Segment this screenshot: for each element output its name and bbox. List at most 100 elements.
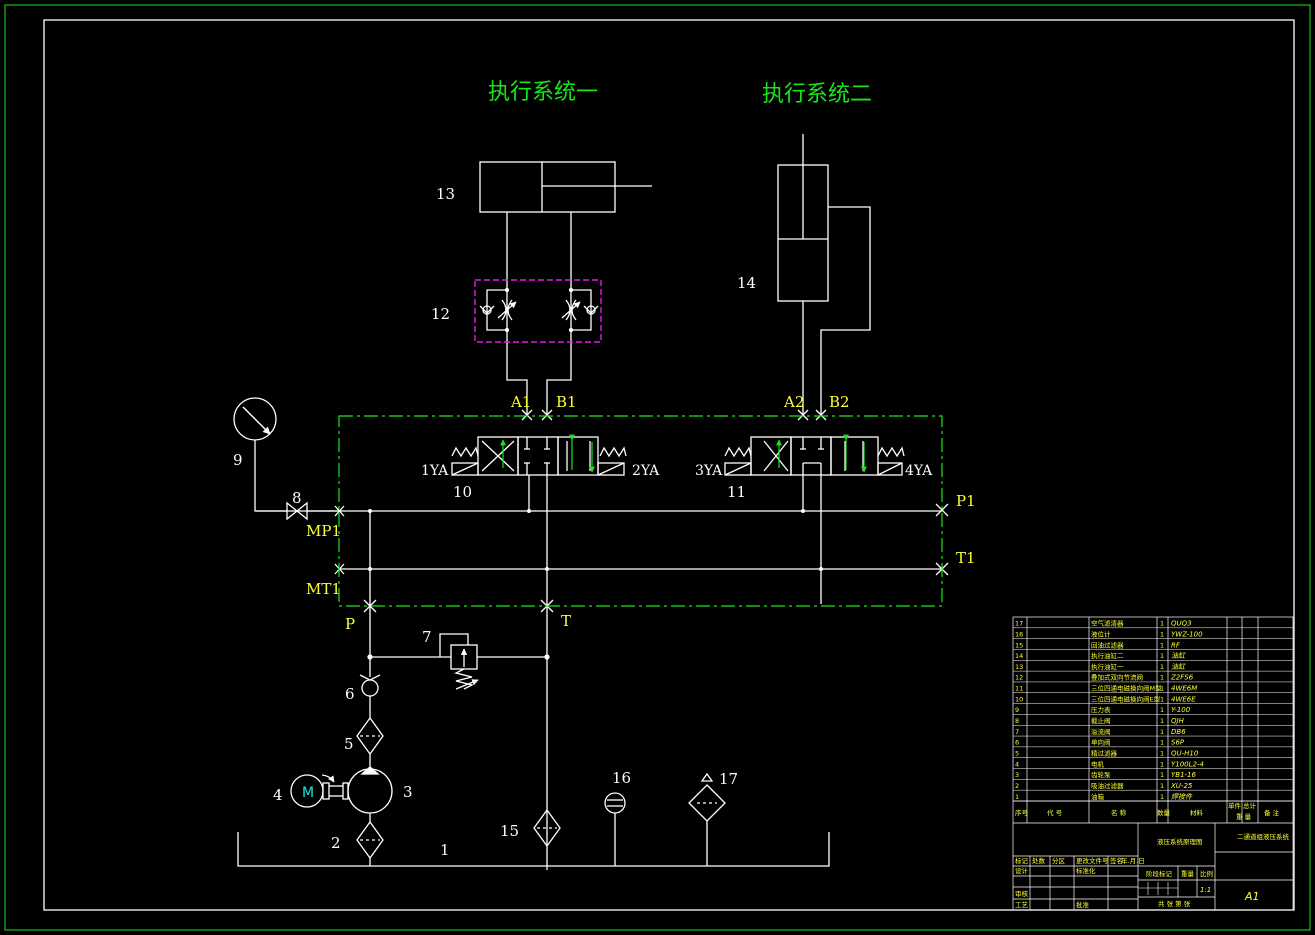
port-t1: T1 [956, 549, 976, 567]
bom-cell-model: 焊接件 [1171, 793, 1193, 801]
bom-cell-model: YB1-16 [1171, 771, 1197, 779]
bom-cell-model: QJH [1171, 717, 1185, 725]
tank-1 [237, 832, 830, 867]
valve12-boundary [474, 279, 602, 343]
bom-header-name: 名 称 [1111, 808, 1127, 817]
tb-check: 审核 [1015, 889, 1029, 898]
bom-cell-name: 精过滤器 [1091, 749, 1118, 758]
bom-cell-name: 油箱 [1091, 792, 1105, 801]
bom-cell-name: 压力表 [1091, 705, 1111, 714]
air-breather-17 [688, 772, 726, 866]
bom-cell-name: 齿轮泵 [1091, 770, 1111, 779]
bom-cell-no: 10 [1015, 695, 1023, 703]
bom-cell-no: 12 [1015, 674, 1023, 682]
bom-cell-no: 3 [1015, 771, 1019, 779]
bom-header-remark: 备 注 [1264, 808, 1280, 817]
tb-mark: 标记 [1015, 856, 1029, 865]
bom-cell-no: 7 [1015, 728, 1019, 736]
bom-cell-no: 16 [1015, 630, 1023, 638]
bom-cell-model: S6P [1171, 739, 1185, 747]
port-p: P [345, 615, 355, 633]
bom-cell-qty: 1 [1160, 695, 1164, 703]
label-17: 17 [719, 770, 738, 788]
bom-cell-name: 三位四通电磁换向阀M型 [1091, 684, 1162, 693]
tb-system-name: 二通道组液压系统 [1237, 832, 1290, 841]
bom-cell-qty: 1 [1160, 641, 1164, 649]
tb-scale-value: 1:1 [1200, 886, 1211, 894]
bom-cell-model: 4WE6E [1171, 695, 1196, 703]
port-t: T [561, 612, 571, 630]
label-6: 6 [345, 685, 355, 703]
bom-table [1012, 616, 1294, 911]
title-system-2: 执行系统二 [762, 82, 872, 107]
label-1: 1 [440, 841, 450, 859]
gauge-line [254, 440, 287, 512]
bom-cell-model: YWZ-100 [1171, 630, 1203, 638]
solenoid-2ya: 2YA [632, 463, 660, 479]
bom-cell-model: Y100L2-4 [1171, 760, 1204, 768]
bom-cell-no: 11 [1015, 685, 1023, 693]
bom-cell-model: RF [1171, 641, 1181, 649]
bom-cell-qty: 1 [1160, 685, 1164, 693]
port-b2: B2 [829, 393, 850, 411]
bom-cell-model: Z2FS6 [1170, 674, 1194, 682]
directional-valve-10 [451, 436, 627, 476]
solenoid-3ya: 3YA [695, 463, 723, 479]
bom-header-no: 序号 [1015, 808, 1029, 817]
label-11: 11 [727, 483, 746, 501]
port-b1: B1 [556, 393, 577, 411]
bom-cell-qty: 1 [1160, 793, 1164, 801]
bom-cell-name: 执行油缸二 [1091, 651, 1124, 660]
bom-cell-qty: 1 [1160, 652, 1164, 660]
label-3: 3 [403, 783, 413, 801]
bom-cell-name: 回油过滤器 [1091, 640, 1124, 649]
label-13: 13 [436, 185, 455, 203]
bom-cell-name: 三位四通电磁换向阀E型 [1091, 694, 1161, 703]
port-a1: A1 [510, 393, 531, 411]
cylinder-13 [479, 161, 652, 213]
bom-cell-no: 13 [1015, 663, 1023, 671]
bom-cell-qty: 1 [1160, 771, 1164, 779]
bom-cell-qty: 1 [1160, 760, 1164, 768]
bom-cell-name: 叠加式双向节流阀 [1091, 673, 1143, 682]
port-p1: P1 [956, 492, 976, 510]
bom-cell-qty: 1 [1160, 706, 1164, 714]
pressure-gauge-9 [233, 397, 277, 441]
bom-header-weight: 重 量 [1236, 813, 1252, 821]
label-15: 15 [500, 822, 519, 840]
bom-cell-model: XU-25 [1170, 782, 1193, 790]
bom-cell-qty: 1 [1160, 674, 1164, 682]
motor-label: M [302, 785, 314, 801]
label-8: 8 [292, 489, 302, 507]
bom-cell-qty: 1 [1160, 750, 1164, 758]
port-a2: A2 [783, 393, 804, 411]
bom-header-code: 代 号 [1047, 808, 1063, 817]
solenoid-1ya: 1YA [421, 463, 449, 479]
line-cyl13-a [506, 212, 528, 415]
tb-sheet-size: A1 [1244, 890, 1260, 903]
bom-cell-model: QUQ3 [1171, 620, 1192, 628]
solenoid-4ya: 4YA [905, 463, 933, 479]
tb-zone: 分区 [1052, 856, 1066, 865]
bom-cell-qty: 1 [1160, 663, 1164, 671]
check-valve-6 [359, 674, 381, 718]
bom-cell-no: 17 [1015, 620, 1023, 628]
bom-cell-name: 空气滤清器 [1091, 619, 1124, 628]
tb-sheets: 共 张 第 张 [1158, 899, 1191, 908]
bom-cell-no: 6 [1015, 739, 1019, 747]
bom-cell-name: 电机 [1091, 759, 1105, 768]
bom-cell-name: 执行油缸一 [1091, 662, 1124, 671]
tb-drawing-name: 液压系统原理图 [1157, 837, 1203, 846]
tb-count: 处数 [1032, 856, 1046, 865]
directional-valve-11 [724, 436, 905, 476]
level-gauge-16 [604, 792, 626, 866]
bom-cell-name: 吸油过滤器 [1091, 781, 1124, 790]
tb-designer: 设计 [1015, 866, 1029, 875]
bom-header-qty: 数量 [1157, 808, 1171, 817]
cylinder-14 [777, 134, 829, 302]
bom-header-material: 材料 [1190, 808, 1204, 817]
bom-cell-model: Y-100 [1171, 706, 1191, 714]
tb-scale: 比例 [1200, 869, 1213, 878]
label-14: 14 [737, 274, 756, 292]
